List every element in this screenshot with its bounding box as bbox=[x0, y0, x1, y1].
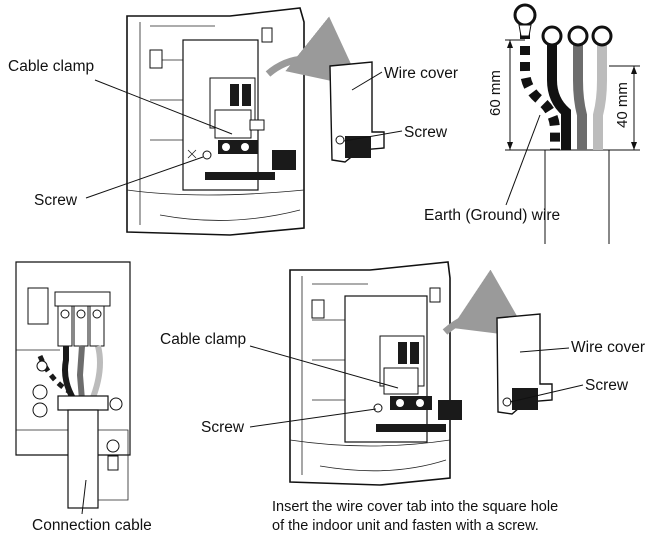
screw-label-right-bottom: Screw bbox=[585, 377, 629, 394]
wire-cover-illustration-top bbox=[329, 61, 385, 163]
wire-cover-leader bbox=[351, 71, 383, 91]
wire-cover-leader-bottom bbox=[519, 347, 570, 353]
indoor-unit-illustration-top bbox=[126, 7, 362, 236]
screw-label-left: Screw bbox=[34, 192, 78, 209]
screw-label-right: Screw bbox=[404, 124, 448, 141]
wire-detail-illustration bbox=[505, 3, 640, 244]
cable-clamp-label: Cable clamp bbox=[8, 58, 94, 75]
wire-cover-label-bottom: Wire cover bbox=[571, 339, 645, 356]
cable-clamp-leader-bottom bbox=[249, 345, 399, 389]
screw-leader-right-bottom bbox=[509, 384, 584, 403]
screw-leader-left bbox=[85, 156, 204, 199]
screw-leader-right bbox=[343, 130, 403, 142]
instruction-line-2: of the indoor unit and fasten with a scr… bbox=[272, 518, 539, 534]
terminal-closeup-illustration bbox=[15, 261, 131, 509]
screw-label-left-bottom: Screw bbox=[201, 419, 245, 436]
screw-leader-left-bottom bbox=[249, 408, 377, 428]
connection-cable-label: Connection cable bbox=[32, 517, 152, 534]
cable-clamp-label-bottom: Cable clamp bbox=[160, 331, 246, 348]
wire-cover-label: Wire cover bbox=[384, 65, 458, 82]
indoor-unit-illustration-bottom bbox=[289, 261, 530, 486]
earth-wire-label: Earth (Ground) wire bbox=[424, 207, 560, 224]
dimension-40mm-label: 40 mm bbox=[614, 82, 631, 128]
instruction-line-1: Insert the wire cover tab into the squar… bbox=[272, 499, 558, 515]
wire-cover-illustration-bottom bbox=[496, 313, 553, 415]
earth-wire-leader bbox=[505, 114, 541, 206]
cable-clamp-leader bbox=[94, 79, 233, 135]
connection-cable-leader bbox=[81, 479, 87, 515]
dimension-60mm-label: 60 mm bbox=[487, 70, 504, 116]
